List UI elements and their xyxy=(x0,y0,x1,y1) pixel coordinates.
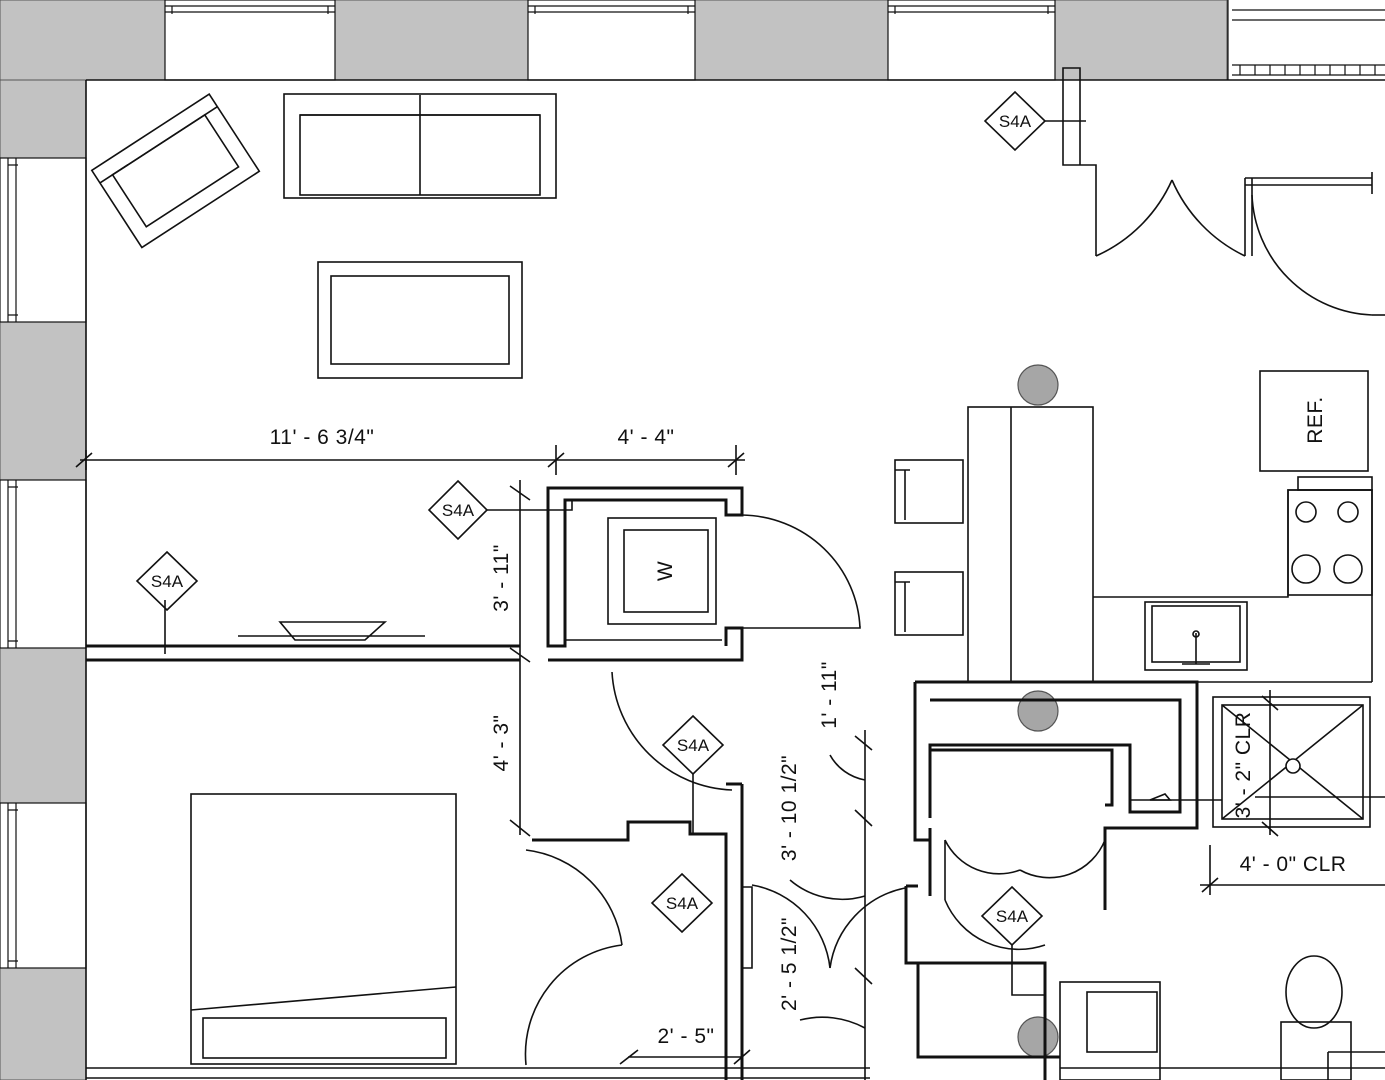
washer-label: W xyxy=(654,561,677,581)
shower xyxy=(1212,696,1385,828)
dim-laundry-depth: 3' - 11" xyxy=(490,544,513,612)
dim-hall-depth: 4' - 3" xyxy=(490,715,513,772)
dim-closet-depth: 2' - 5" xyxy=(658,1025,715,1048)
dim-closet-width: 2' - 5 1/2" xyxy=(778,917,801,1011)
refrigerator xyxy=(1259,370,1369,472)
laundry-closet xyxy=(546,486,861,662)
tag-label: S4A xyxy=(677,736,710,755)
dimension-lines xyxy=(75,445,1385,1080)
hall-walls xyxy=(86,782,1385,1080)
pendant-lights xyxy=(1017,364,1059,1058)
dim-shower-width: 4' - 0" CLR xyxy=(1240,853,1347,876)
refrigerator-label: REF. xyxy=(1304,396,1327,444)
tag-s4a-closet: S4A xyxy=(650,872,714,934)
armchair xyxy=(90,93,261,249)
dim-hall-width: 3' - 10 1/2" xyxy=(778,755,801,861)
tag-label: S4A xyxy=(999,112,1032,131)
top-windows xyxy=(164,0,1385,81)
toilet xyxy=(1280,955,1352,1080)
dim-living-width: 11' - 6 3/4" xyxy=(270,426,375,449)
bar-stools xyxy=(894,459,964,636)
bed xyxy=(190,793,457,1065)
tag-s4a-laundry: S4A xyxy=(427,479,573,541)
dim-laundry-width: 4' - 4" xyxy=(618,426,675,449)
divider-wall xyxy=(86,600,520,662)
kitchen-counter xyxy=(1093,476,1373,683)
vanity xyxy=(1059,981,1385,1080)
dim-bath-entry: 1' - 11" xyxy=(818,661,841,729)
sofa xyxy=(283,93,557,199)
entry-doors xyxy=(1062,67,1385,316)
coffee-table xyxy=(317,261,523,379)
doors xyxy=(524,671,906,1066)
tag-label: S4A xyxy=(666,894,699,913)
tag-s4a-living: S4A xyxy=(135,550,199,612)
bathroom-walls xyxy=(913,680,1222,951)
tag-label: S4A xyxy=(442,501,475,520)
dim-shower-depth: 3' - 2" CLR xyxy=(1232,712,1255,819)
kitchen-island xyxy=(967,406,1094,683)
tag-label: S4A xyxy=(151,572,184,591)
tag-s4a-bath: S4A xyxy=(980,885,1045,996)
left-windows xyxy=(0,157,87,969)
tag-label: S4A xyxy=(996,907,1029,926)
tag-s4a-hall: S4A xyxy=(661,714,725,834)
tag-s4a-entry: S4A xyxy=(983,90,1086,152)
